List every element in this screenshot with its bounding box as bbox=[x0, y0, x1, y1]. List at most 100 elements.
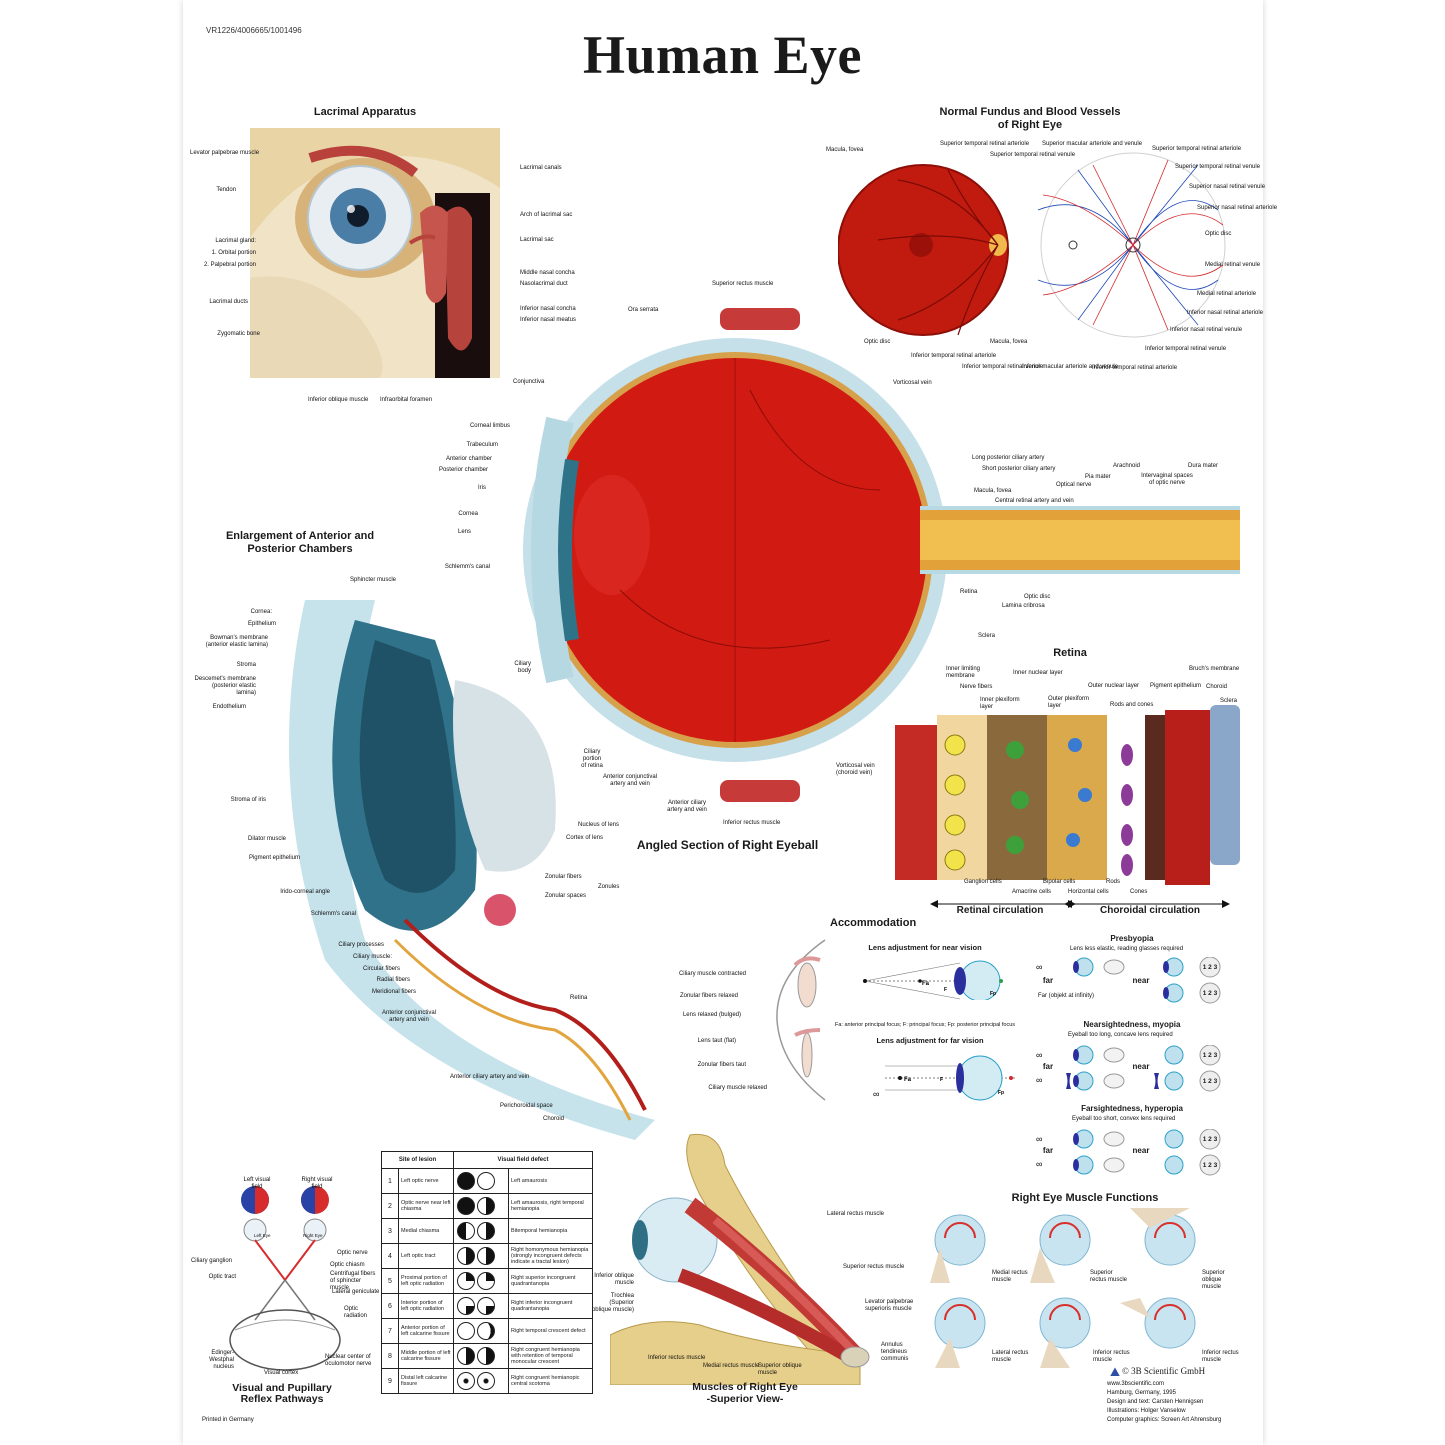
enl-label-ciliary-processes: Ciliary processes bbox=[338, 942, 384, 948]
eye-label-intervaginal: Intervaginal spaces of optic nerve bbox=[1141, 473, 1193, 486]
visual-label-visual-cortex: Visual cortex bbox=[264, 1370, 299, 1376]
fundus-label-it-arteriole-2: Inferior temporal retinal arteriole bbox=[911, 353, 997, 359]
hyperopia-diagram: ∞∞ bbox=[1036, 1128, 1221, 1176]
presbyopia-far: far bbox=[1042, 976, 1054, 985]
fundus-label-optic-disc: Optic disc bbox=[1205, 231, 1232, 237]
retina-label-amacrine: Amacrine cells bbox=[1012, 889, 1052, 895]
enl-label-ciliary-muscle: Ciliary muscle: bbox=[352, 954, 392, 960]
acc-label-zonular-relaxed: Zonular fibers relaxed bbox=[679, 993, 738, 999]
myopia-far: far bbox=[1042, 1062, 1054, 1071]
myopia-diagram: ∞∞ bbox=[1036, 1044, 1221, 1092]
credit-illustrations: Illustrations: Holger Vanselow bbox=[1107, 1408, 1186, 1414]
eyeball-heading: Angled Section of Right Eyeball bbox=[636, 838, 819, 852]
eye-label-retina: Retina bbox=[960, 589, 978, 595]
visual-label-right-eye: Right Eye bbox=[303, 1233, 323, 1238]
enl-label-zonular-spaces: Zonular spaces bbox=[545, 893, 587, 899]
visual-label-edinger: Edinger-Westphal nucleus bbox=[209, 1350, 234, 1370]
accommodation-lens-illustration bbox=[776, 939, 826, 1101]
eye-label-superior-rectus: Superior rectus muscle bbox=[712, 281, 774, 287]
myopia-chart-2: 1 2 3 bbox=[1202, 1078, 1218, 1085]
hyperopia-chart-1: 1 2 3 bbox=[1202, 1136, 1218, 1143]
eye-label-iris: Iris bbox=[478, 485, 486, 491]
field-right-icon bbox=[477, 1322, 495, 1340]
fundus-label-imav: Inferior macular arteriole and venule bbox=[1022, 364, 1119, 370]
row-site: Middle portion of left calcarine fissure bbox=[398, 1343, 454, 1369]
retina-label-ilm: Inner limiting membrane bbox=[946, 666, 981, 679]
retina-label-nerve-fibers: Nerve fibers bbox=[960, 684, 993, 690]
row-defect: Right superior incongruent quadrantanopi… bbox=[508, 1268, 593, 1294]
row-defect: Bitemporal hemianopia bbox=[508, 1218, 593, 1244]
function-label-inferior-rectus-2: Inferior rectus muscle bbox=[1202, 1350, 1239, 1363]
presbyopia-chart-1: 1 2 3 bbox=[1202, 964, 1218, 971]
fundus-label-it-venule-2: Inferior temporal retinal venule bbox=[962, 364, 1044, 370]
svg-text:F: F bbox=[940, 1077, 943, 1083]
myopia-sub: Eyeball too long, concave lens required bbox=[1068, 1032, 1173, 1038]
enl-label-cortex-lens: Cortex of lens bbox=[566, 835, 604, 841]
svg-text:Fa: Fa bbox=[922, 981, 930, 987]
eye-label-macula: Macula, fovea bbox=[974, 488, 1012, 494]
credit-design: Design and text: Carsten Hennigsen bbox=[1107, 1399, 1204, 1405]
field-icons bbox=[453, 1243, 509, 1269]
retina-label-inl: Inner nuclear layer bbox=[1013, 670, 1063, 676]
choroidal-circulation: Choroidal circulation bbox=[1099, 905, 1200, 916]
fundus-label-st-venule: Superior temporal retinal venule bbox=[990, 152, 1076, 158]
field-right-icon bbox=[477, 1222, 495, 1240]
enl-label-stroma-iris: Stroma of iris bbox=[230, 797, 266, 803]
header-site: Site of lesion bbox=[381, 1151, 454, 1169]
svg-text:Fa: Fa bbox=[904, 1077, 912, 1083]
eye-label-cornea: Cornea bbox=[458, 511, 478, 517]
muscle-label-annulus: Annulus tendineus communis bbox=[881, 1342, 909, 1362]
eye-label-posterior-chamber: Posterior chamber bbox=[438, 467, 488, 473]
eye-label-inferior-rectus: Inferior rectus muscle bbox=[723, 820, 781, 826]
brand-logo-icon bbox=[1110, 1367, 1120, 1377]
acc-label-lens-taut: Lens taut (flat) bbox=[697, 1038, 736, 1044]
visual-label-left-field: Left visual field bbox=[243, 1177, 271, 1190]
eye-label-schlemm: Schlemm's canal bbox=[444, 564, 490, 570]
row-number: 8 bbox=[381, 1343, 399, 1369]
muscle-label-medial-rectus: Medial rectus muscle bbox=[703, 1363, 760, 1369]
eye-label-lamina-cribrosa: Lamina cribrosa bbox=[1002, 603, 1045, 609]
fundus-label-st-arteriole: Superior temporal retinal arteriole bbox=[940, 141, 1030, 147]
label-lacrimal-gland: Lacrimal gland: bbox=[215, 238, 256, 244]
row-site: Optic nerve near left chiasma bbox=[398, 1193, 454, 1219]
eye-label-ant-ciliary-artery: Anterior ciliary artery and vein bbox=[667, 800, 707, 813]
muscle-functions-heading: Right Eye Muscle Functions bbox=[1011, 1192, 1159, 1204]
muscle-label-trochlea: Trochlea (Superior oblique muscle) bbox=[591, 1293, 634, 1313]
enl-label-bowman: Bowman's membrane (anterior elastic lami… bbox=[205, 635, 268, 648]
visual-label-ciliary-ganglion: Ciliary ganglion bbox=[190, 1258, 232, 1264]
presbyopia-sub: Lens less elastic, reading glasses requi… bbox=[1070, 946, 1184, 952]
row-number: 2 bbox=[381, 1193, 399, 1219]
acc-label-ciliary-contracted: Ciliary muscle contracted bbox=[678, 971, 746, 977]
row-defect: Right temporal crescent defect bbox=[508, 1318, 593, 1344]
fundus-label-optic-disc-2: Optic disc bbox=[864, 339, 891, 345]
eye-label-anterior-chamber: Anterior chamber bbox=[445, 456, 492, 462]
focus-note: Fa: anterior principal focus; F: princip… bbox=[835, 1022, 1016, 1028]
enl-label-cornea: Cornea: bbox=[250, 609, 272, 615]
label-lacrimal-ducts: Lacrimal ducts bbox=[209, 299, 248, 305]
field-right-icon bbox=[477, 1247, 495, 1265]
field-icons bbox=[453, 1293, 509, 1319]
enl-label-endothelium: Endothelium bbox=[212, 704, 246, 710]
row-site: Left optic tract bbox=[398, 1243, 454, 1269]
presbyopia-note: Far (objekt at infinity) bbox=[1038, 993, 1095, 999]
retina-label-ipl: Inner plexiform layer bbox=[980, 697, 1020, 710]
retina-label-horizontal: Horizontal cells bbox=[1068, 889, 1109, 895]
poster-code: VR1226/4006665/1001496 bbox=[206, 26, 302, 35]
muscle-label-superior-rectus: Superior rectus muscle bbox=[843, 1264, 905, 1270]
enl-label-nucleus-lens: Nucleus of lens bbox=[578, 822, 620, 828]
function-label-superior-oblique: Superior oblique muscle bbox=[1202, 1270, 1225, 1290]
label-inferior-nasal-meatus: Inferior nasal meatus bbox=[520, 317, 577, 323]
enl-label-circular: Circular fibers bbox=[362, 966, 400, 972]
retina-illustration bbox=[895, 705, 1240, 885]
far-vision-diagram: ∞ Fa F Fp bbox=[873, 1055, 1015, 1101]
visual-label-lateral-geniculate: Lateral geniculate bbox=[332, 1289, 380, 1295]
hyperopia-sub: Eyeball too short, convex lens required bbox=[1072, 1116, 1176, 1122]
visual-label-optic-radiation: Optic radiation bbox=[344, 1306, 368, 1319]
fundus-label-in-arteriole: Inferior nasal retinal arteriole bbox=[1187, 310, 1264, 316]
eye-label-arachnoid: Arachnoid bbox=[1113, 463, 1141, 469]
row-site: Medial chiasma bbox=[398, 1218, 454, 1244]
circulation-arrows bbox=[930, 900, 1230, 908]
fundus-label-smav: Superior macular arteriole and venule bbox=[1042, 141, 1143, 147]
